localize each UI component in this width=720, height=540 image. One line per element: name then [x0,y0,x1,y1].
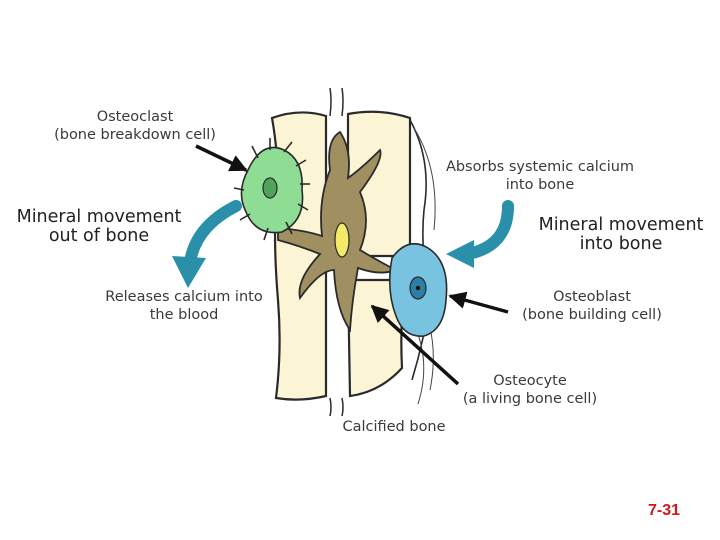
osteocyte-cell [277,130,399,333]
movement-in-label: Mineral movement into bone [526,216,716,254]
osteocyte-line2: (a living bone cell) [462,391,598,407]
movement-in-line1: Mineral movement [538,215,704,235]
osteoblast-line1: Osteoblast [553,289,631,305]
calcified-bone-label: Calcified bone [342,419,446,435]
osteoblast-line2: (bone building cell) [522,307,662,323]
osteoclast-label: Osteoclast (bone breakdown cell) [40,108,230,144]
osteoclast-label-line2: (bone breakdown cell) [54,127,216,143]
absorbs-line1: Absorbs systemic calcium [445,159,635,175]
releases-line2: the blood [149,307,219,323]
osteoclast-cell [233,138,310,241]
osteoclast-label-line1: Osteoclast [96,109,174,125]
releases-label: Releases calcium into the blood [96,288,272,324]
mineral-in-arrow [446,200,514,268]
movement-out-line1: Mineral movement [16,207,182,227]
osteocyte-label: Osteocyte (a living bone cell) [450,372,610,408]
osteocyte-line1: Osteocyte [493,373,567,389]
releases-line1: Releases calcium into [105,289,263,305]
pointer-arrows [195,144,509,386]
movement-out-line2: out of bone [48,226,150,246]
osteoblast-label: Osteoblast (bone building cell) [512,288,672,324]
mineral-out-arrow [172,200,242,288]
osteoblast-cell [388,242,448,337]
slide-number: 7-31 [648,502,681,519]
absorbs-line2: into bone [505,177,575,193]
absorbs-label: Absorbs systemic calcium into bone [434,158,646,194]
movement-in-line2: into bone [579,234,663,254]
movement-out-label: Mineral movement out of bone [6,208,192,246]
